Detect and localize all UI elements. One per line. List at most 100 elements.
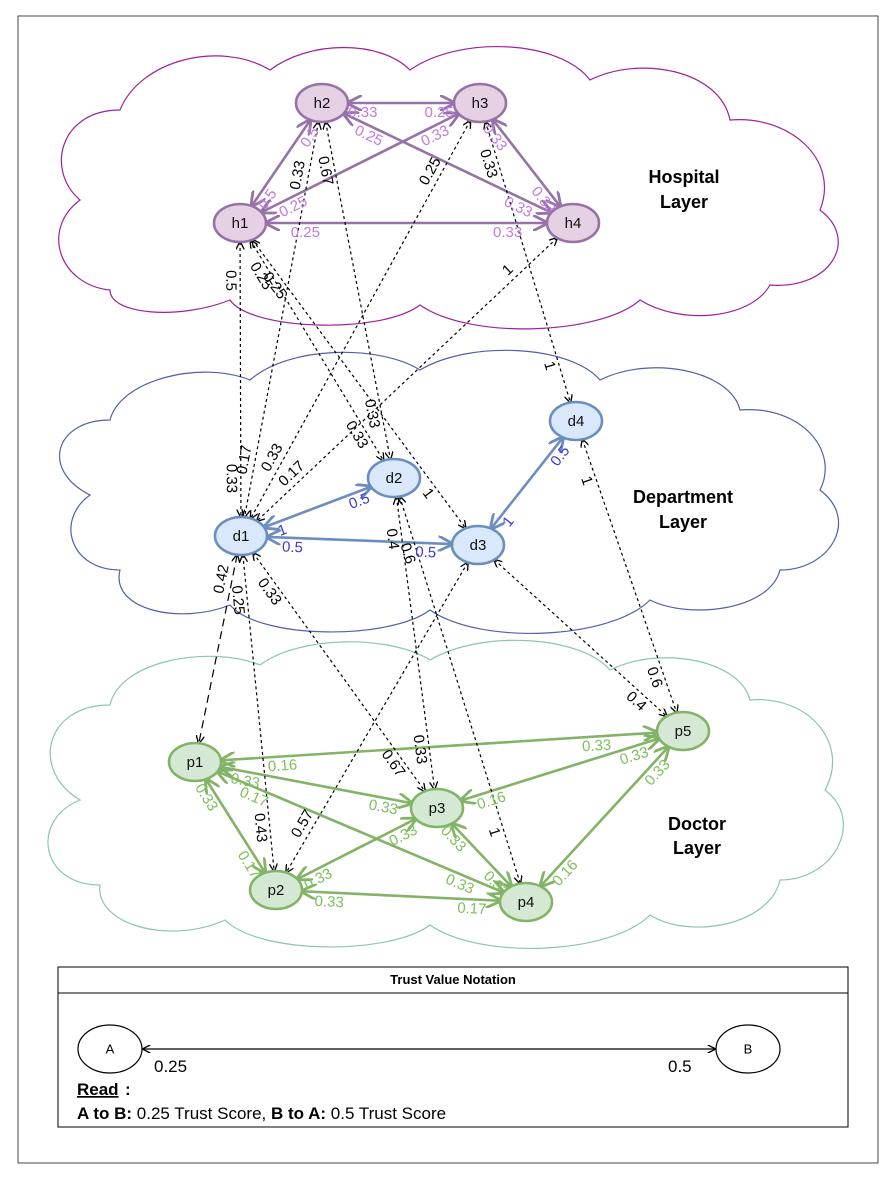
edge-label-h2-to-h1: 0.5 — [297, 124, 323, 151]
edge-label-d4-to-p5: 1 — [577, 474, 596, 487]
edge-label-p5-to-p3: 0.33 — [618, 744, 651, 769]
edge-h3-d1 — [251, 121, 471, 519]
node-d3: d3 — [450, 524, 506, 566]
node-p4: p4 — [498, 881, 554, 923]
edge-label-p1-to-p4: 0.17 — [237, 784, 271, 811]
edge-label-d3-to-d4: 1 — [499, 513, 518, 530]
node-d1-shape — [213, 515, 269, 557]
edge-label-h3-to-h1: 0.33 — [418, 122, 452, 150]
node-d4: d4 — [548, 400, 604, 442]
edge-label-h2-to-h4: 0.25 — [352, 122, 386, 150]
legend-read-heading: Read — [77, 1080, 119, 1099]
edge-label-p3-to-p5: 0.16 — [475, 788, 508, 813]
edge-label-d1-to-h4: 0.17 — [275, 458, 308, 490]
edge-label-h4-to-d1: 1 — [499, 261, 517, 279]
node-h4-shape — [545, 202, 601, 244]
node-d1: d1 — [213, 515, 269, 557]
edge-label-p1-to-p5: 0.16 — [267, 757, 297, 776]
edge-label-d1-to-h3: 0.33 — [258, 441, 287, 475]
department-layer-label: Department — [633, 487, 733, 507]
edge-p2-p4 — [302, 891, 500, 901]
edges-layer — [199, 103, 677, 901]
edge-label-p3-to-d2: 0.33 — [410, 734, 431, 765]
edge-label-h4-to-h2: 0.33 — [501, 193, 535, 221]
node-h3-label: h3 — [472, 95, 489, 112]
node-d2-label: d2 — [386, 470, 403, 487]
edge-label-h1-to-h3: 0.25 — [276, 193, 310, 221]
edge-label-d1-to-h2: 0.17 — [233, 444, 255, 476]
edge-label-h1-to-d1: 0.5 — [222, 270, 239, 291]
edge-label-p4-to-d2: 1 — [485, 826, 504, 839]
edge-h1-d1 — [240, 242, 241, 517]
node-h2-label: h2 — [314, 95, 331, 112]
edge-label-d2-to-p4: 0.6 — [396, 541, 418, 566]
edge-label-p5-to-d4: 0.6 — [643, 665, 666, 690]
node-d4-label: d4 — [568, 413, 585, 430]
edge-label-p1-to-p3: 0.33 — [229, 770, 261, 792]
edge-label-p5-to-p1: 0.33 — [582, 737, 612, 756]
legend-node-b-label: B — [744, 1041, 753, 1056]
edge-label-h2-to-d1: 0.33 — [287, 159, 309, 191]
legend-title: Trust Value Notation — [390, 972, 516, 987]
edge-d4-p5 — [582, 439, 676, 712]
legend-a-to-b-rest: 0.25 Trust Score, — [132, 1104, 271, 1123]
legend-b-to-a-value: 0.5 — [668, 1057, 692, 1076]
edge-d3-p5 — [494, 560, 666, 716]
edge-label-d1-to-p3: 0.33 — [254, 575, 285, 609]
node-d3-shape — [450, 524, 506, 566]
node-p2-label: p2 — [268, 882, 285, 899]
edge-label-p3-to-d1: 0.67 — [378, 747, 409, 781]
node-p1: p1 — [167, 741, 223, 783]
node-p5-shape — [655, 710, 711, 752]
doctor-layer-label: Doctor — [668, 814, 726, 834]
doctor-layer-cloud — [47, 639, 844, 949]
edge-label-d2-to-p3: 0.4 — [383, 528, 403, 551]
legend-a-to-b-bold: A to B: — [77, 1104, 132, 1123]
legend-box: Trust Value Notation A B 0.25 0.5 Read :… — [57, 966, 849, 1128]
legend-node-b — [715, 1024, 781, 1074]
edge-label-h4-to-h1: 0.33 — [493, 224, 522, 241]
node-h4-label: h4 — [565, 215, 582, 232]
legend-a-to-b-value: 0.25 — [154, 1057, 187, 1076]
hospital-layer-label: Hospital — [648, 167, 719, 187]
node-h1-shape — [212, 202, 268, 244]
legend-node-a — [77, 1024, 143, 1074]
legend-b-to-a-bold: B to A: — [271, 1104, 326, 1123]
edge-label-p5-to-d3: 0.4 — [623, 688, 650, 715]
node-p5: p5 — [655, 710, 711, 752]
edge-label-h2-to-d2: 0.67 — [314, 155, 336, 187]
legend-read-colon: : — [125, 1080, 131, 1099]
node-p2: p2 — [248, 869, 304, 911]
node-p3-shape — [409, 787, 465, 829]
edge-label-h3-to-h2: 0.25 — [425, 104, 454, 121]
edge-label-p1-to-p2: 0.33 — [191, 781, 221, 815]
doctor-layer-label-line2: Layer — [673, 838, 721, 858]
edge-label-p4-to-p2: 0.17 — [457, 900, 487, 918]
edge-label-p4-to-p5: 0.16 — [549, 857, 581, 890]
edge-label-d4-to-h3: 1 — [540, 359, 559, 372]
node-h1-label: h1 — [232, 215, 249, 232]
hospital-layer-cloud — [58, 46, 839, 330]
node-h4: h4 — [545, 202, 601, 244]
node-p1-shape — [167, 741, 223, 783]
edge-label-d2-to-h2: 0.33 — [361, 398, 383, 430]
edge-label-p2-to-d1: 0.43 — [250, 812, 270, 843]
node-p5-label: p5 — [675, 723, 692, 740]
node-d4-shape — [548, 400, 604, 442]
node-h3: h3 — [452, 82, 508, 124]
department-layer-label-line2: Layer — [659, 512, 707, 532]
node-p2-shape — [248, 869, 304, 911]
edge-label-p2-to-p4: 0.33 — [314, 893, 344, 911]
edge-label-d3-to-h1: 1 — [419, 485, 438, 502]
edge-label-p3-to-p1: 0.33 — [367, 796, 399, 818]
node-d2: d2 — [366, 457, 422, 499]
node-h3-shape — [452, 82, 508, 124]
nodes-layer: h1 h2 h3 h4 d1 d2 d3 d4 p1 p2 p3 p4 p5 — [167, 82, 711, 923]
node-p4-shape — [498, 881, 554, 923]
edge-label-d2-to-d1: 0.5 — [347, 490, 373, 513]
edge-label-h1-to-h4: 0.25 — [291, 224, 320, 241]
node-d2-shape — [366, 457, 422, 499]
hospital-layer-label-line2: Layer — [660, 192, 708, 212]
node-p3: p3 — [409, 787, 465, 829]
